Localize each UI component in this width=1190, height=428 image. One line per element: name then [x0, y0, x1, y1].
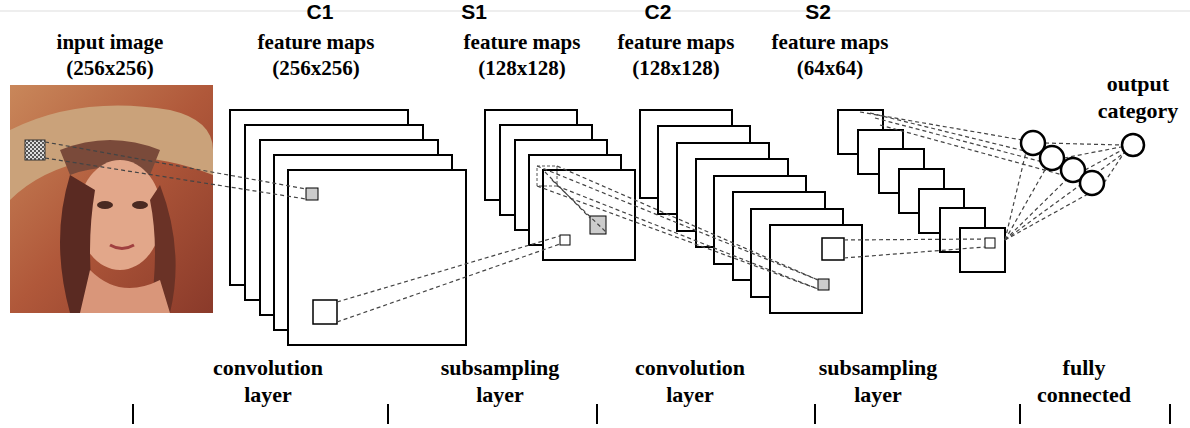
- input-photo: [10, 85, 213, 313]
- map-size: (128x128): [632, 56, 720, 81]
- map-heading: input image: [57, 30, 164, 55]
- layer-tag: S1: [461, 0, 487, 24]
- neuron-circle: [1021, 131, 1144, 195]
- label-slot: feature maps: [464, 30, 581, 55]
- feature-map-stack: [230, 110, 466, 345]
- label-slot: subsampling layer: [425, 354, 575, 408]
- map-heading: feature maps: [464, 30, 581, 55]
- map-size: (64x64): [797, 56, 864, 81]
- label-slot: (256x256): [272, 56, 360, 81]
- feature-map-stack: [640, 110, 862, 313]
- label-slot: feature maps: [258, 30, 375, 55]
- label-slot: (64x64): [797, 56, 864, 81]
- layer-type: fully connected: [1029, 354, 1139, 408]
- label-slot: (256x256): [66, 56, 154, 81]
- label-slot: subsampling layer: [803, 354, 953, 408]
- label-slot: fully connected: [1029, 354, 1139, 408]
- layer-type: subsampling layer: [803, 354, 953, 408]
- map-size: (256x256): [272, 56, 360, 81]
- layer-type: subsampling layer: [425, 354, 575, 408]
- label-slot: C2: [645, 0, 672, 24]
- label-slot: C1: [307, 0, 334, 24]
- layer-tag: C1: [307, 0, 334, 24]
- layer-tag: C2: [645, 0, 672, 24]
- map-size: (128x128): [478, 56, 566, 81]
- label-slot: feature maps: [618, 30, 735, 55]
- label-slot: convolution layer: [615, 354, 765, 408]
- label-slot: (128x128): [478, 56, 566, 81]
- layer-type: convolution layer: [615, 354, 765, 408]
- map-size: (256x256): [66, 56, 154, 81]
- label-slot: input image: [57, 30, 164, 55]
- label-slot: S1: [461, 0, 487, 24]
- output-label: output category: [1090, 70, 1186, 124]
- label-slot: output category: [1090, 70, 1186, 124]
- feature-map-stack: [838, 110, 1005, 272]
- feature-map-stack: [485, 110, 635, 260]
- label-slot: S2: [805, 0, 831, 24]
- label-slot: (128x128): [632, 56, 720, 81]
- label-slot: convolution layer: [193, 354, 343, 408]
- map-heading: feature maps: [618, 30, 735, 55]
- map-heading: feature maps: [258, 30, 375, 55]
- layer-tag: S2: [805, 0, 831, 24]
- label-slot: feature maps: [772, 30, 889, 55]
- receptive-field-lines: [45, 112, 1124, 322]
- map-heading: feature maps: [772, 30, 889, 55]
- layer-type: convolution layer: [193, 354, 343, 408]
